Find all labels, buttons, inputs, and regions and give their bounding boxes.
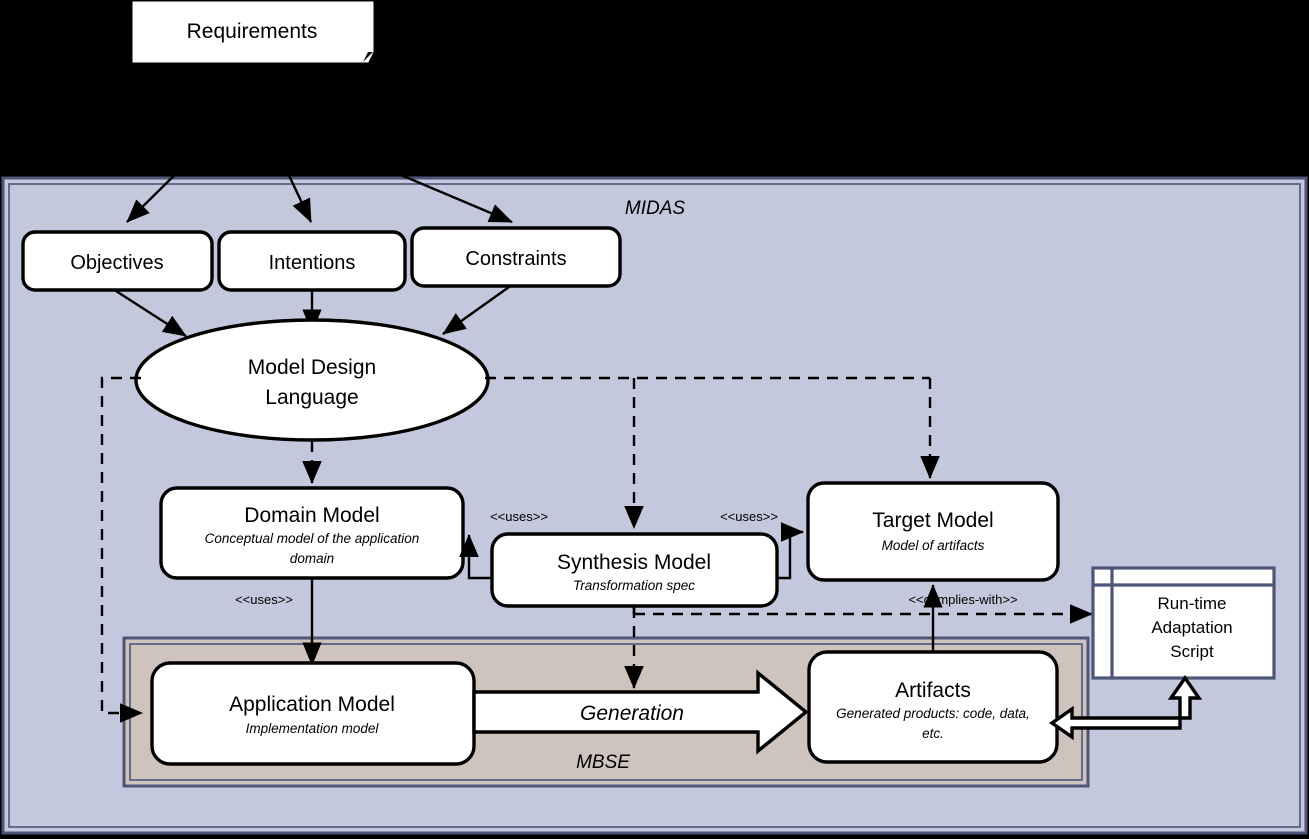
edge-synthesis-uses-target: <<uses>> <box>720 509 804 580</box>
node-synthesis-model[interactable]: Synthesis Model Transformation spec <box>490 532 779 608</box>
node-runtime-adaptation-script[interactable]: Run-time Adaptation Script <box>1091 566 1276 680</box>
mbse-panel-label: MBSE <box>576 752 630 773</box>
edge-mdl-to-application-model <box>100 376 143 723</box>
edge-synthesis-uses-domain: <<uses>> <box>459 509 548 580</box>
node-target-model-sub1: Model of artifacts <box>882 538 985 553</box>
node-target-model[interactable]: Target Model Model of artifacts <box>806 481 1060 582</box>
edge-label-uses-application: <<uses>> <box>235 592 293 607</box>
node-application-model-label: Application Model <box>229 693 395 716</box>
node-domain-model-sub2: domain <box>290 551 334 566</box>
node-intentions[interactable]: Intentions <box>217 230 407 292</box>
node-mdl-label-line2: Language <box>265 386 358 409</box>
edge-label-uses-domain: <<uses>> <box>490 509 548 524</box>
node-target-model-label: Target Model <box>872 509 993 532</box>
node-artifacts-sub1: Generated products: code, data, <box>836 706 1030 721</box>
edge-domain-uses-application: <<uses>> <box>235 579 322 666</box>
node-objectives-label: Objectives <box>70 252 163 274</box>
node-intentions-label: Intentions <box>269 252 356 274</box>
node-generation-label: Generation <box>580 702 684 725</box>
edge-requirements-to-constraints <box>336 146 513 224</box>
node-requirements-label: Requirements <box>187 20 318 43</box>
node-synthesis-model-sub1: Transformation spec <box>573 578 695 593</box>
node-domain-model-sub1: Conceptual model of the application <box>205 531 420 546</box>
edge-mdl-to-synthesis-and-target <box>485 376 940 529</box>
node-requirements[interactable]: Requirements <box>132 1 374 63</box>
node-constraints-label: Constraints <box>465 248 566 270</box>
edge-requirements-to-objectives <box>126 149 201 223</box>
node-application-model-sub1: Implementation model <box>246 721 380 736</box>
node-artifacts-sub2: etc. <box>922 726 944 741</box>
node-script-label-line2: Adaptation <box>1151 618 1232 637</box>
node-generation-arrow[interactable]: Generation <box>472 669 809 755</box>
node-objectives[interactable]: Objectives <box>21 230 214 292</box>
node-mdl-label-line1: Model Design <box>248 356 376 379</box>
edge-objectives-to-mdl <box>115 289 187 338</box>
node-constraints[interactable]: Constraints <box>410 226 622 288</box>
edge-requirements-to-intentions <box>275 149 313 223</box>
edge-artifacts-script-bidirectional <box>1049 675 1203 741</box>
node-script-label-line1: Run-time <box>1158 594 1227 613</box>
node-domain-model-label: Domain Model <box>244 504 379 527</box>
node-artifacts[interactable]: Artifacts Generated products: code, data… <box>807 650 1059 764</box>
midas-panel-label: MIDAS <box>625 198 686 219</box>
edge-label-complies-with: <<complies-with>> <box>908 592 1017 607</box>
node-model-design-language[interactable]: Model Design Language <box>134 318 490 442</box>
node-script-label-line3: Script <box>1170 642 1214 661</box>
edge-constraints-to-mdl <box>442 286 510 335</box>
edge-label-uses-target: <<uses>> <box>720 509 778 524</box>
node-application-model[interactable]: Application Model Implementation model <box>150 661 476 766</box>
node-domain-model[interactable]: Domain Model Conceptual model of the app… <box>159 486 465 580</box>
node-synthesis-model-label: Synthesis Model <box>557 551 711 574</box>
node-artifacts-label: Artifacts <box>895 679 971 702</box>
